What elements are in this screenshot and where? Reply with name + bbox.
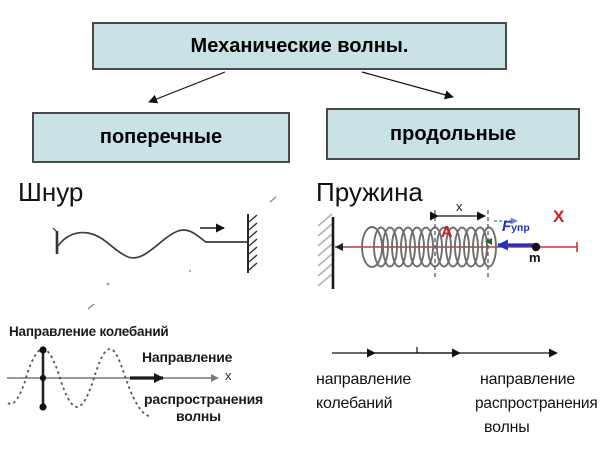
dir-oscillation-line1: направление bbox=[316, 371, 412, 388]
flowchart-title: Механические волны. bbox=[190, 34, 409, 57]
dir-propagation-line1: направление bbox=[480, 371, 576, 388]
dir-oscillation-line2: колебаний bbox=[316, 395, 393, 412]
flowchart-title-box: Механические волны. bbox=[92, 22, 507, 70]
spring-point-label: A bbox=[441, 224, 453, 241]
propagation-label-line1: Направление bbox=[142, 349, 233, 365]
longitudinal-label: продольные bbox=[390, 122, 516, 145]
flowchart-connector-arrows bbox=[148, 71, 454, 104]
force-subscript: упр bbox=[511, 222, 530, 234]
propagation-label-line3: волны bbox=[176, 408, 221, 424]
dir-propagation-line2: распространения bbox=[475, 395, 598, 412]
cord-heading: Шнур bbox=[18, 177, 84, 207]
spring-heading: Пружина bbox=[316, 177, 423, 207]
spring-figure bbox=[317, 210, 578, 289]
propagation-label-line2: распространения bbox=[144, 391, 263, 407]
spring-displacement-label: x bbox=[456, 199, 463, 214]
spring-force-label: Fупр bbox=[502, 218, 530, 236]
spring-wall bbox=[317, 213, 335, 289]
transverse-wave-graph bbox=[7, 346, 219, 418]
wave-axis-label: x bbox=[225, 368, 232, 383]
flowchart-box-longitudinal: продольные bbox=[326, 108, 580, 160]
cord-sketch bbox=[52, 196, 277, 310]
mass-label: m bbox=[529, 250, 541, 265]
oscillation-direction-label: Направление колебаний bbox=[9, 324, 169, 339]
mass-dot bbox=[531, 242, 541, 252]
flowchart-box-transverse: поперечные bbox=[32, 112, 290, 163]
transverse-label: поперечные bbox=[99, 126, 223, 148]
direction-diagram-line bbox=[332, 347, 558, 358]
dir-propagation-line3: волны bbox=[484, 419, 530, 436]
spring-axis-label: X bbox=[553, 207, 565, 226]
force-symbol: F bbox=[502, 218, 512, 235]
